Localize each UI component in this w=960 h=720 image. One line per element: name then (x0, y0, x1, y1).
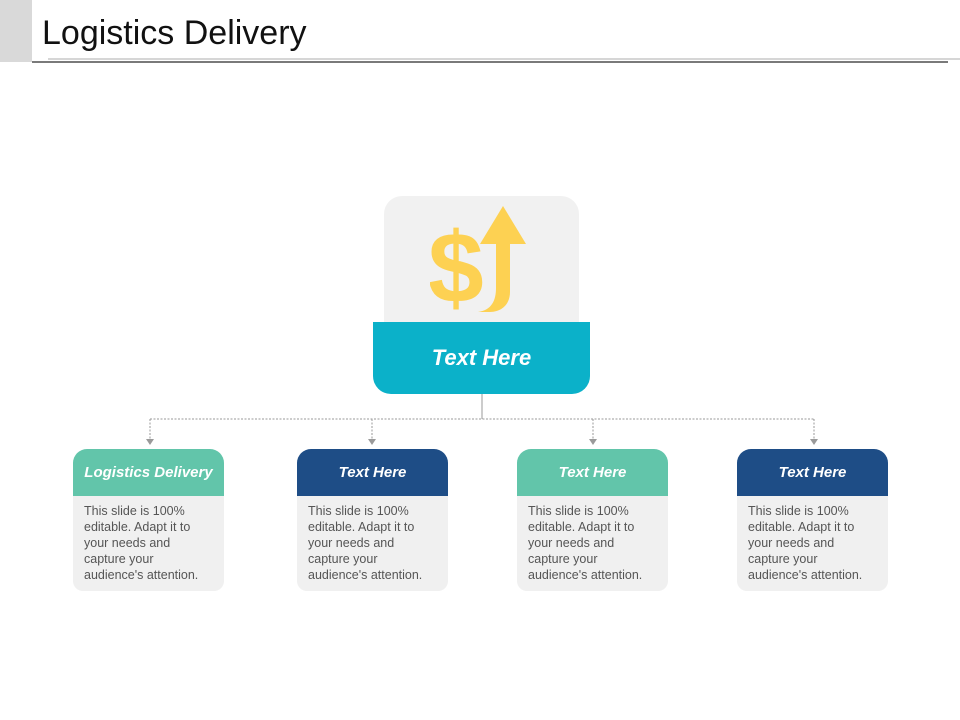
slide-title: Logistics Delivery (42, 14, 307, 52)
card-4-body: This slide is 100% editable. Adapt it to… (737, 496, 888, 591)
card-1-heading: Logistics Delivery (84, 464, 213, 481)
card-4: Text Here This slide is 100% editable. A… (737, 449, 888, 591)
title-accent-bar (0, 0, 32, 62)
card-2: Text Here This slide is 100% editable. A… (297, 449, 448, 591)
card-2-text: This slide is 100% editable. Adapt it to… (308, 504, 423, 582)
card-3: Text Here This slide is 100% editable. A… (517, 449, 668, 591)
hub-label-bar: Text Here (373, 322, 590, 394)
card-3-heading: Text Here (558, 464, 627, 481)
hub-label: Text Here (431, 345, 532, 370)
card-2-header: Text Here (297, 449, 448, 496)
card-1: Logistics Delivery This slide is 100% ed… (73, 449, 224, 591)
card-3-body: This slide is 100% editable. Adapt it to… (517, 496, 668, 591)
card-1-text: This slide is 100% editable. Adapt it to… (84, 504, 199, 582)
card-4-header: Text Here (737, 449, 888, 496)
svg-text:$: $ (430, 212, 484, 314)
card-3-text: This slide is 100% editable. Adapt it to… (528, 504, 643, 582)
card-4-heading: Text Here (778, 464, 847, 481)
card-2-heading: Text Here (338, 464, 407, 481)
card-4-text: This slide is 100% editable. Adapt it to… (748, 504, 863, 582)
title-divider-dark (32, 61, 948, 63)
card-3-header: Text Here (517, 449, 668, 496)
card-1-header: Logistics Delivery (73, 449, 224, 496)
dollar-arrow-up-icon: $ (430, 206, 526, 314)
hub-icon-panel (384, 196, 579, 336)
card-2-body: This slide is 100% editable. Adapt it to… (297, 496, 448, 591)
title-divider-light (48, 58, 960, 60)
card-1-body: This slide is 100% editable. Adapt it to… (73, 496, 224, 591)
